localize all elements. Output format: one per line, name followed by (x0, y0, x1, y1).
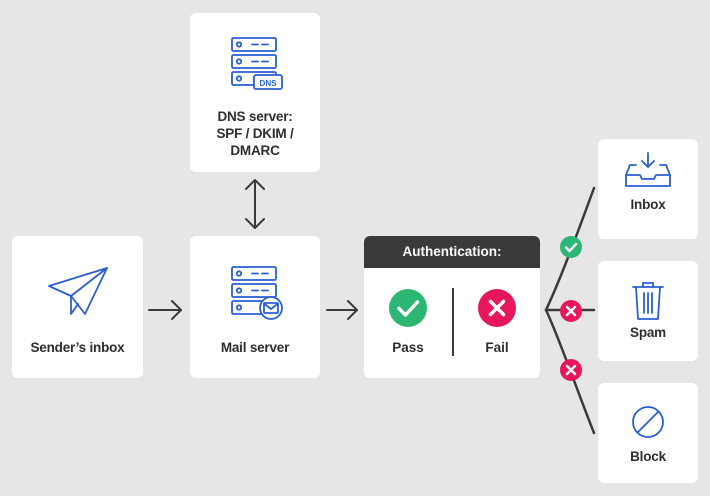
dns-badge-text: DNS (260, 79, 278, 88)
branch-pass-badge (560, 236, 582, 258)
senders-inbox-card: Sender’s inbox (12, 236, 143, 378)
check-icon (389, 289, 427, 327)
authentication-card: Authentication: Pass Fail (364, 236, 540, 378)
arrow-mail-to-auth (326, 300, 358, 320)
dns-server-card: DNS DNS server: SPF / DKIM / DMARC (190, 13, 320, 172)
inbox-label: Inbox (630, 197, 666, 212)
trash-icon (632, 282, 664, 320)
auth-divider (452, 288, 454, 356)
dns-label-line1: DNS server: (217, 109, 293, 124)
block-icon (632, 406, 664, 438)
block-card: Block (598, 383, 698, 483)
paper-plane-icon (48, 267, 108, 315)
spam-card: Spam (598, 261, 698, 361)
senders-inbox-label: Sender’s inbox (30, 340, 125, 355)
spam-label: Spam (630, 325, 666, 340)
close-icon (478, 289, 516, 327)
pass-label: Pass (392, 340, 424, 355)
mail-server-label: Mail server (220, 340, 290, 355)
inbox-card: Inbox (598, 139, 698, 239)
mail-server-card: Mail server (190, 236, 320, 378)
server-mail-icon (231, 266, 283, 320)
server-dns-icon: DNS (231, 37, 283, 90)
arrow-dns-mail (245, 179, 265, 229)
arrow-sender-to-mail (148, 300, 182, 320)
branch-fail-badge-block (560, 359, 582, 381)
branch-fail-badge-spam (560, 300, 582, 322)
inbox-tray-icon (625, 152, 671, 187)
block-label: Block (630, 449, 666, 464)
authentication-title: Authentication: (364, 236, 540, 268)
fail-label: Fail (485, 340, 509, 355)
dns-label-line3: DMARC (230, 143, 280, 158)
dns-label-line2: SPF / DKIM / (216, 126, 294, 141)
